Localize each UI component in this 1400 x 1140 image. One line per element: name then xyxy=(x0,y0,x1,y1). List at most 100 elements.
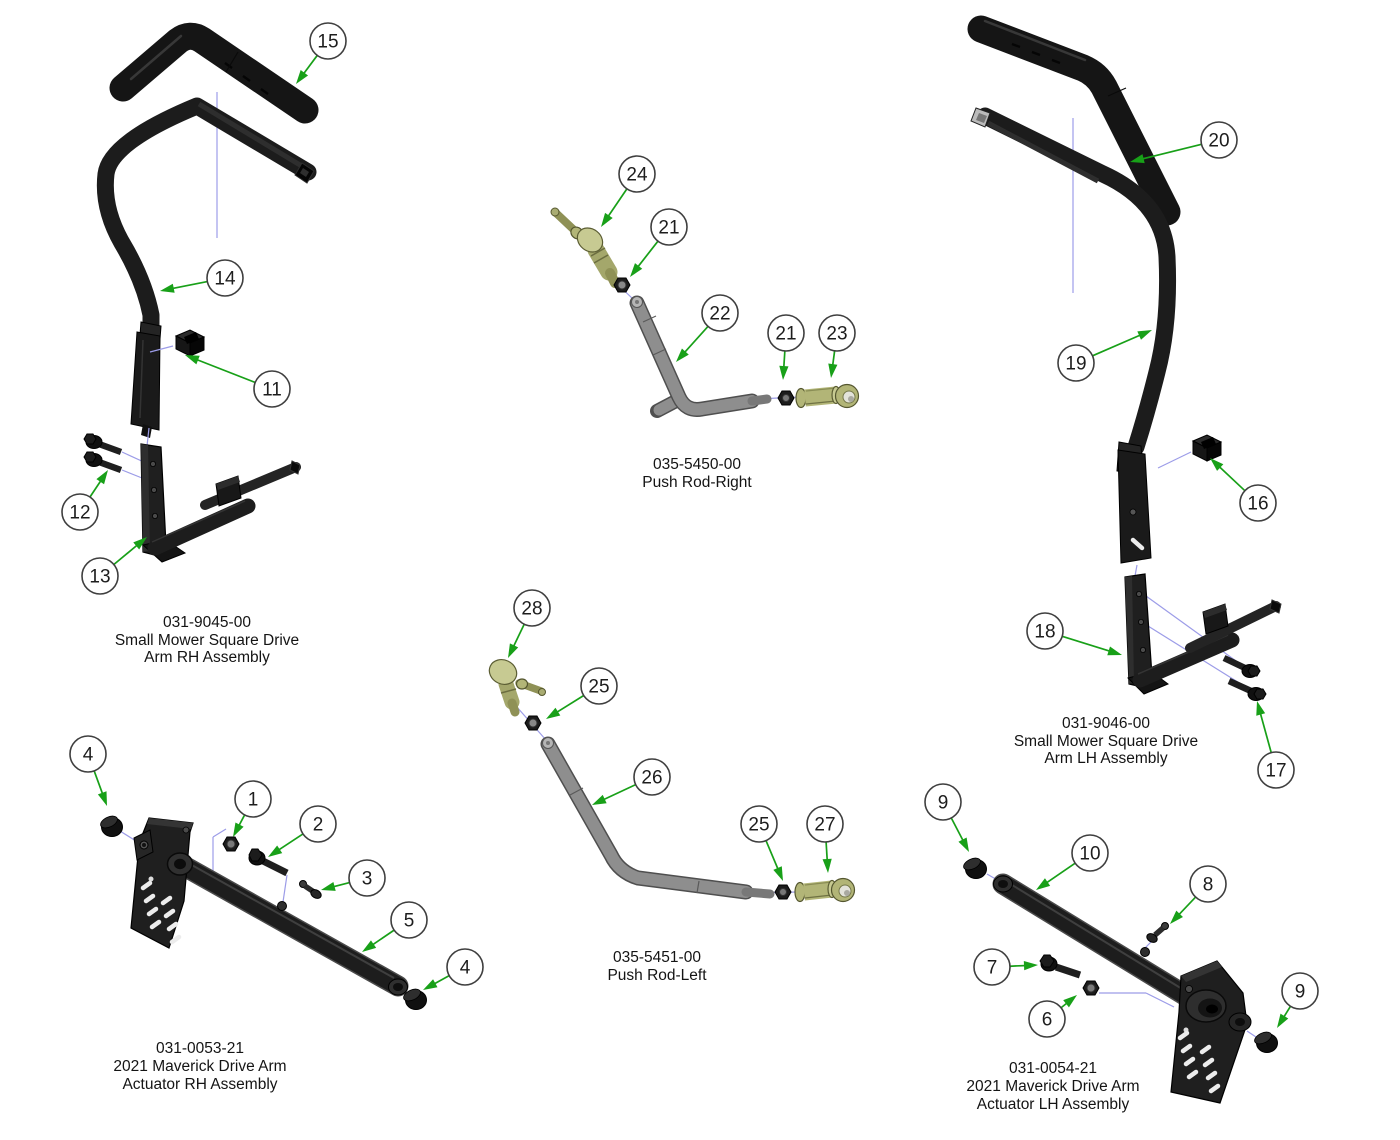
callout-number: 15 xyxy=(317,32,338,53)
arrowhead-icon xyxy=(185,355,200,365)
callout-25: 25 xyxy=(740,805,783,881)
callout-number: 25 xyxy=(748,815,769,836)
arrowhead-icon xyxy=(828,363,838,378)
arrowhead-icon xyxy=(546,707,561,719)
assembly-part-number: 035-5450-00 xyxy=(653,456,741,473)
grip-part-20 xyxy=(967,15,1181,226)
locknut-part-1 xyxy=(222,836,240,852)
callout-balloon xyxy=(309,22,347,60)
arrowhead-icon xyxy=(1256,701,1266,716)
callout-27: 27 xyxy=(806,805,844,873)
callout-number: 9 xyxy=(938,793,949,814)
leader-line xyxy=(606,188,628,219)
callout-balloon xyxy=(580,667,618,705)
callout-number: 10 xyxy=(1079,844,1100,865)
arrowhead-icon xyxy=(96,470,108,485)
callout-balloon xyxy=(1071,834,1109,872)
callout-balloon xyxy=(446,948,484,986)
plug-part-9b xyxy=(1254,1031,1278,1053)
callout-number: 26 xyxy=(641,768,662,789)
callout-number: 13 xyxy=(89,567,110,588)
callout-balloon xyxy=(618,155,656,193)
callout-number: 25 xyxy=(588,677,609,698)
callout-balloon xyxy=(513,589,551,627)
callout-3: 3 xyxy=(321,859,386,897)
arrowhead-icon xyxy=(1210,458,1224,471)
callout-number: 17 xyxy=(1265,761,1286,782)
callout-balloon xyxy=(61,493,99,531)
callout-18: 18 xyxy=(1026,612,1122,656)
callout-15: 15 xyxy=(296,22,347,84)
callout-balloon xyxy=(234,780,272,818)
callout-number: 3 xyxy=(362,869,373,890)
callout-number: 5 xyxy=(404,911,415,932)
callout-balloon xyxy=(81,557,119,595)
callout-number: 21 xyxy=(775,324,796,345)
bolt-part-2 xyxy=(248,848,289,877)
assembly-actuator-rh: 031-0053-21 2021 Maverick Drive Arm Actu… xyxy=(100,815,427,1093)
assembly-name-line: Arm RH Assembly xyxy=(144,649,270,666)
assembly-name-line: 2021 Maverick Drive Arm xyxy=(113,1058,286,1075)
callout-number: 16 xyxy=(1247,494,1268,515)
bolts-part-17 xyxy=(1222,655,1267,701)
callout-4: 4 xyxy=(423,948,484,990)
callout-19: 19 xyxy=(1057,330,1152,382)
callout-balloon xyxy=(818,314,856,352)
arrowhead-icon xyxy=(601,212,613,227)
tube-part-5 xyxy=(173,855,409,997)
leader-line xyxy=(636,240,659,269)
assembly-actuator-lh: 031-0054-21 2021 Maverick Drive Arm Actu… xyxy=(963,857,1278,1113)
callout-balloon xyxy=(206,259,244,297)
callout-number: 21 xyxy=(658,218,679,239)
bumper-part-11 xyxy=(174,329,206,357)
callout-14: 14 xyxy=(160,259,244,297)
arrowhead-icon xyxy=(1063,995,1077,1008)
jam-nut-part-21 xyxy=(613,277,631,293)
assembly-push-rod-left: 035-5451-00 Push Rod-Left xyxy=(488,659,856,984)
assembly-part-number: 035-5451-00 xyxy=(613,949,701,966)
leader-line xyxy=(89,478,103,498)
leader-line xyxy=(1176,896,1197,917)
callout-12: 12 xyxy=(61,470,108,531)
callout-balloon xyxy=(1028,1000,1066,1038)
leader-line xyxy=(825,841,829,863)
callout-balloon xyxy=(806,805,844,843)
arrowhead-icon xyxy=(676,348,689,362)
callout-number: 19 xyxy=(1065,354,1086,375)
callout-number: 6 xyxy=(1042,1010,1053,1031)
arrowhead-icon xyxy=(296,70,309,84)
drive-arm-part-19 xyxy=(970,107,1177,564)
arrowhead-icon xyxy=(508,643,519,658)
arrowhead-icon xyxy=(1107,646,1122,656)
push-rod-part-26 xyxy=(540,736,775,900)
leader-line xyxy=(194,358,256,384)
callout-balloon xyxy=(348,859,386,897)
callout-1: 1 xyxy=(233,780,272,837)
callout-balloon xyxy=(1239,484,1277,522)
callout-28: 28 xyxy=(508,589,551,658)
callout-number: 20 xyxy=(1208,131,1229,152)
bolt-part-7 xyxy=(1039,954,1082,979)
callout-number: 11 xyxy=(262,380,282,401)
callout-number: 18 xyxy=(1034,622,1055,643)
grease-fitting-part-3 xyxy=(299,880,322,899)
assembly-name-line: Push Rod-Left xyxy=(607,967,707,984)
arrowhead-icon xyxy=(779,365,789,380)
callout-11: 11 xyxy=(185,355,291,408)
plug-part-4a xyxy=(100,815,123,837)
rod-end-part-27 xyxy=(794,877,856,903)
arrowhead-icon xyxy=(773,866,783,881)
callout-13: 13 xyxy=(81,537,147,595)
leader-line xyxy=(93,770,105,796)
callout-number: 9 xyxy=(1295,982,1306,1003)
drive-arm-part-14 xyxy=(96,97,317,438)
callout-number: 27 xyxy=(814,815,835,836)
arrowhead-icon xyxy=(362,940,377,952)
leader-line xyxy=(682,325,709,355)
callout-5: 5 xyxy=(362,901,428,952)
callout-number: 2 xyxy=(313,815,324,836)
callout-2: 2 xyxy=(268,805,337,857)
callout-25: 25 xyxy=(546,667,618,719)
callout-balloon xyxy=(973,948,1011,986)
